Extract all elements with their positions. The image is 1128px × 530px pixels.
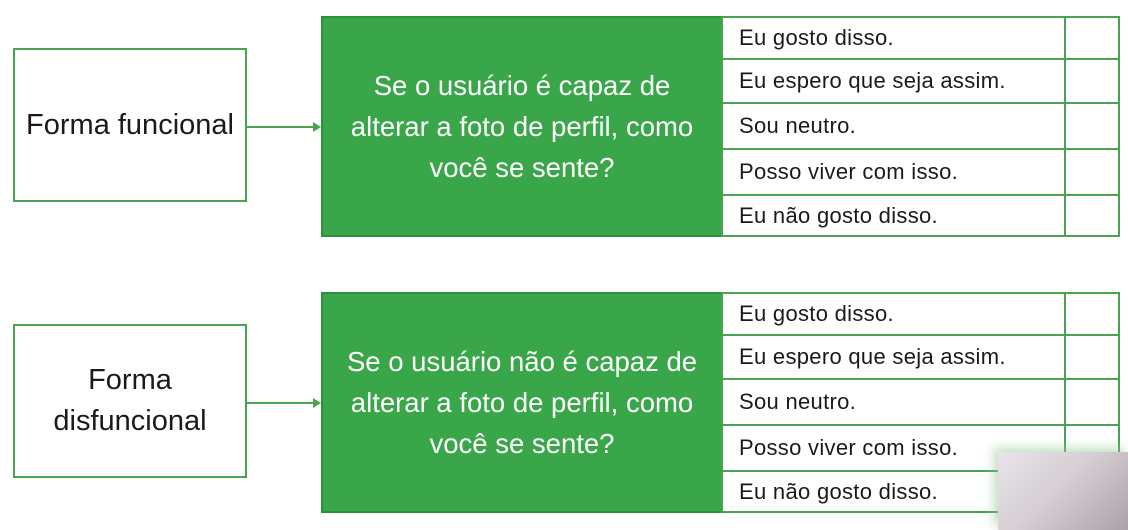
option-label: Sou neutro.	[723, 104, 1066, 148]
option-label: Sou neutro.	[723, 380, 1066, 424]
functional-question: Se o usuário é capaz de alterar a foto d…	[321, 16, 723, 237]
option-checkbox[interactable]	[1066, 60, 1118, 102]
option-label: Eu espero que seja assim.	[723, 60, 1066, 102]
option-checkbox[interactable]	[1066, 336, 1118, 378]
dysfunctional-options-table: Eu gosto disso. Eu espero que seja assim…	[721, 292, 1120, 513]
functional-section: Forma funcional Se o usuário é capaz de …	[0, 0, 1128, 237]
option-checkbox[interactable]	[1066, 196, 1118, 235]
option-row[interactable]: Sou neutro.	[723, 104, 1118, 150]
option-row[interactable]: Eu gosto disso.	[723, 18, 1118, 60]
option-label: Eu espero que seja assim.	[723, 336, 1066, 378]
option-label: Eu gosto disso.	[723, 294, 1066, 334]
option-row[interactable]: Eu espero que seja assim.	[723, 336, 1118, 380]
option-row[interactable]: Eu gosto disso.	[723, 294, 1118, 336]
option-row[interactable]: Posso viver com isso.	[723, 426, 1118, 472]
option-label: Eu gosto disso.	[723, 18, 1066, 58]
dysfunctional-arrow-icon	[247, 398, 321, 408]
dysfunctional-question: Se o usuário não é capaz de alterar a fo…	[321, 292, 723, 513]
option-label: Posso viver com isso.	[723, 426, 1066, 470]
option-checkbox[interactable]	[1066, 104, 1118, 148]
option-row[interactable]: Eu não gosto disso.	[723, 196, 1118, 235]
option-row[interactable]: Eu espero que seja assim.	[723, 60, 1118, 104]
option-checkbox[interactable]	[1066, 294, 1118, 334]
functional-form-label: Forma funcional	[13, 48, 247, 202]
option-row[interactable]: Sou neutro.	[723, 380, 1118, 426]
option-label: Eu não gosto disso.	[723, 196, 1066, 235]
functional-arrow-icon	[247, 122, 321, 132]
functional-options-table: Eu gosto disso. Eu espero que seja assim…	[721, 16, 1120, 237]
dysfunctional-section: Forma disfuncional Se o usuário não é ca…	[0, 276, 1128, 513]
option-checkbox[interactable]	[1066, 150, 1118, 194]
option-checkbox[interactable]	[1066, 18, 1118, 58]
option-label: Posso viver com isso.	[723, 150, 1066, 194]
option-checkbox[interactable]	[1066, 380, 1118, 424]
option-row[interactable]: Posso viver com isso.	[723, 150, 1118, 196]
dysfunctional-form-label: Forma disfuncional	[13, 324, 247, 478]
blurred-overlay	[998, 452, 1128, 530]
